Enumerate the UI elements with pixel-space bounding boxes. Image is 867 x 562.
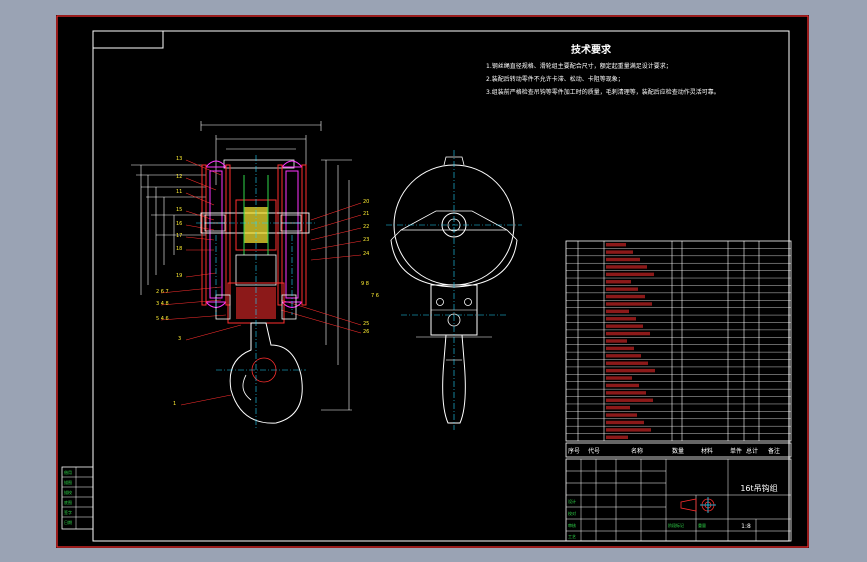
svg-text:19: 19	[176, 273, 182, 279]
parts-row-entry	[606, 376, 632, 380]
tech-note-1: 1.钢丝绳直径规格、滑轮组主要配合尺寸，额定起重量满足设计要求；	[486, 62, 672, 70]
svg-text:描校: 描校	[64, 489, 72, 495]
svg-text:25: 25	[363, 321, 369, 327]
parts-row-entry	[606, 250, 633, 254]
tech-note-2: 2.装配后转动零件不允许卡滞、松动、卡阻等现象；	[486, 75, 624, 83]
outer-frame	[56, 15, 809, 548]
svg-text:20: 20	[363, 199, 369, 205]
svg-text:26: 26	[363, 329, 369, 335]
svg-text:序号: 序号	[568, 447, 580, 455]
parts-row-entry	[606, 413, 637, 417]
svg-text:5 4 6: 5 4 6	[156, 316, 169, 322]
front-view: 13 12 11 15 16 17 18 19 2 6 7 3 4 8 5 4 6 3 1 20 2…	[131, 121, 379, 430]
svg-text:签字: 签字	[64, 509, 72, 515]
svg-text:22: 22	[363, 224, 369, 230]
svg-text:设计: 设计	[568, 498, 576, 504]
svg-text:备注: 备注	[768, 447, 780, 455]
svg-text:13: 13	[176, 156, 182, 162]
tech-note-3: 3.组装前严格检查吊钩等零件加工时的质量，毛刺清理等，装配后应检查动作灵活可靠。	[486, 88, 720, 96]
svg-text:1: 1	[173, 401, 176, 407]
svg-text:17: 17	[176, 233, 182, 239]
inner-frame	[92, 30, 790, 542]
svg-text:24: 24	[363, 251, 369, 257]
parts-row-entry	[606, 361, 648, 365]
drawing-name: 16t吊钩组	[740, 483, 777, 493]
projection-symbol-icon	[680, 497, 716, 513]
parts-row-entry	[606, 272, 654, 277]
parts-row-entry	[606, 243, 626, 247]
svg-text:21: 21	[363, 211, 369, 217]
svg-text:底图: 底图	[64, 499, 72, 505]
svg-text:代号: 代号	[588, 447, 600, 455]
parts-row-entry	[606, 368, 655, 373]
parts-list: 序号 代号 名称 数量 材料 单件 总计 备注	[565, 240, 792, 458]
svg-text:审核: 审核	[568, 522, 576, 528]
svg-text:名称: 名称	[631, 447, 643, 455]
svg-text:15: 15	[176, 207, 182, 213]
parts-row-entry	[606, 331, 650, 336]
parts-row-entry	[606, 324, 643, 328]
svg-text:阶段标记: 阶段标记	[668, 522, 684, 528]
svg-text:11: 11	[176, 189, 182, 195]
parts-row-entry	[606, 435, 628, 439]
svg-text:日期: 日期	[64, 519, 72, 525]
svg-text:借用: 借用	[64, 469, 72, 475]
svg-text:工艺: 工艺	[568, 534, 576, 539]
parts-header: 序号 代号 名称 数量 材料 单件 总计 备注	[568, 447, 780, 455]
parts-row-entry	[606, 398, 653, 402]
parts-row-entry	[606, 265, 647, 269]
corner-box	[92, 30, 164, 49]
parts-row-entry	[606, 383, 639, 388]
svg-text:单件: 单件	[730, 447, 742, 455]
svg-text:描图: 描图	[64, 479, 72, 485]
tech-title: 技术要求	[571, 43, 612, 56]
svg-text:23: 23	[363, 237, 369, 243]
side-view	[386, 150, 522, 430]
parts-row-entry	[606, 294, 645, 299]
parts-row-entry	[606, 428, 651, 432]
drawing-scale: 1:8	[741, 523, 751, 530]
svg-text:18: 18	[176, 246, 182, 252]
parts-row-entry	[606, 339, 627, 343]
svg-text:材料: 材料	[701, 447, 713, 455]
svg-text:重量: 重量	[698, 522, 706, 528]
cad-drawing: 技术要求 1.钢丝绳直径规格、滑轮组主要配合尺寸，额定起重量满足设计要求； 2.…	[56, 15, 809, 548]
parts-row-entry	[606, 346, 634, 351]
svg-text:3 4 8: 3 4 8	[156, 301, 169, 307]
svg-text:7 6: 7 6	[371, 293, 379, 299]
parts-row-entry	[606, 309, 629, 314]
svg-text:12: 12	[176, 174, 182, 180]
parts-row-entry	[606, 420, 644, 425]
parts-row-entry	[606, 354, 641, 358]
drawing-canvas: 技术要求 1.钢丝绳直径规格、滑轮组主要配合尺寸，额定起重量满足设计要求； 2.…	[56, 15, 809, 548]
parts-row-entry	[606, 391, 646, 395]
svg-text:数量: 数量	[672, 447, 684, 455]
svg-text:16: 16	[176, 221, 182, 227]
parts-row-entry	[606, 317, 636, 321]
svg-text:校对: 校对	[568, 510, 576, 516]
svg-text:总计: 总计	[746, 447, 758, 455]
parts-row-entry	[606, 257, 640, 262]
parts-row-entry	[606, 302, 652, 306]
parts-row-entry	[606, 287, 638, 291]
parts-row-entry	[606, 280, 631, 284]
parts-row-entry	[606, 405, 630, 410]
svg-text:9 8: 9 8	[361, 281, 369, 287]
svg-text:2 6 7: 2 6 7	[156, 289, 169, 295]
svg-text:3: 3	[178, 336, 181, 342]
